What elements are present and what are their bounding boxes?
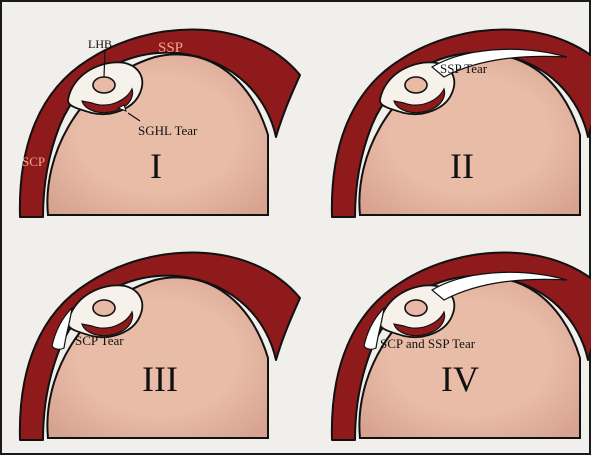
panel-numeral-2: II	[450, 146, 474, 186]
panel-numeral-1: I	[150, 146, 162, 186]
panel-numeral-4: IV	[441, 359, 479, 399]
panel-numeral-3: III	[142, 359, 178, 399]
lhb-label: LHB	[88, 37, 112, 51]
ssp-label: SSP	[158, 40, 183, 56]
ssp-tear-label: SSP Tear	[440, 61, 488, 76]
scp-tear-label: SCP Tear	[75, 333, 124, 348]
scp-label: SCP	[22, 154, 45, 169]
scp-ssp-tear-label: SCP and SSP Tear	[380, 336, 476, 351]
sghl-tear-label: SGHL Tear	[138, 123, 198, 138]
